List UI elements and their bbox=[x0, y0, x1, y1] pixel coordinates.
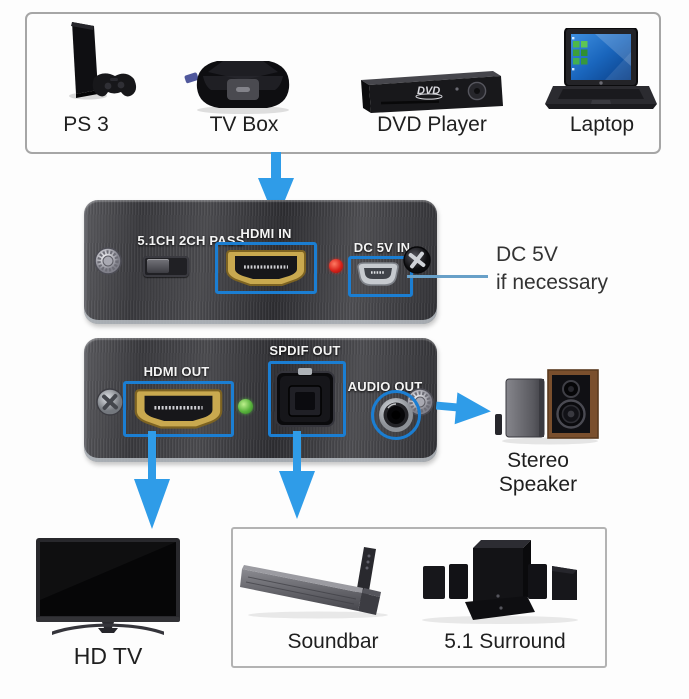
hd-tv-icon bbox=[32, 538, 184, 638]
dc-note-connector-line bbox=[407, 275, 488, 278]
ps3-label: PS 3 bbox=[63, 113, 109, 136]
toslink-port-icon bbox=[275, 368, 335, 427]
extractor-input-panel: 5.1CH 2CH PASS HDMI IN DC 5V IN bbox=[84, 200, 437, 324]
dvd-player-icon: DVD bbox=[355, 66, 505, 118]
arrow-hdmi-out-to-tv bbox=[134, 431, 170, 529]
hdmi-out-label: HDMI OUT bbox=[143, 364, 210, 379]
hdmi-in-highlight bbox=[215, 242, 317, 294]
soundbar-label: Soundbar bbox=[287, 630, 379, 653]
ps3-console-icon bbox=[40, 20, 142, 114]
spdif-out-label: SPDIF OUT bbox=[269, 343, 341, 358]
status-led-green bbox=[238, 399, 253, 414]
phillips-screw-icon bbox=[96, 388, 124, 416]
arrow-sources-to-hdmi-in bbox=[258, 152, 294, 222]
dvd-player-label: DVD Player bbox=[377, 113, 487, 136]
spdif-out-highlight bbox=[268, 361, 346, 437]
audio-out-highlight bbox=[371, 390, 421, 440]
tv-box-label: TV Box bbox=[209, 113, 279, 136]
tv-box-icon bbox=[183, 46, 303, 116]
phillips-screw-icon bbox=[403, 246, 431, 274]
power-led-red bbox=[329, 259, 343, 273]
laptop-label: Laptop bbox=[569, 113, 635, 136]
extractor-output-panel: HDMI OUT SPDIF OUT AUDIO OUT bbox=[84, 338, 437, 462]
dc-note-line2: if necessary bbox=[496, 271, 609, 294]
audio-outputs-box bbox=[231, 527, 607, 668]
channel-switch bbox=[143, 256, 189, 277]
laptop-icon bbox=[545, 28, 657, 114]
surround-5-1-label: 5.1 Surround bbox=[444, 630, 566, 653]
stereo-speaker-label: Stereo Speaker bbox=[498, 449, 578, 497]
channel-switch-knob bbox=[147, 259, 169, 273]
surround-5-1-icon bbox=[415, 538, 585, 626]
audio-jack-icon bbox=[379, 398, 413, 432]
hdmi-in-port-icon bbox=[226, 250, 306, 286]
soundbar-icon bbox=[240, 543, 400, 621]
sources-box bbox=[25, 12, 661, 154]
arrow-spdif-to-soundbar bbox=[279, 431, 315, 519]
stereo-speakers-icon bbox=[494, 366, 602, 446]
dvd-logo-text: DVD bbox=[417, 85, 440, 97]
dc-note-line1: DC 5V bbox=[496, 243, 558, 266]
hdmi-in-label: HDMI IN bbox=[240, 226, 292, 241]
dc-5v-in-label: DC 5V IN bbox=[353, 240, 411, 255]
hd-tv-label: HD TV bbox=[73, 643, 143, 669]
knurled-screw-icon bbox=[94, 247, 122, 275]
dc-note: DC 5V if necessary bbox=[496, 241, 608, 297]
micro-usb-port-icon bbox=[357, 262, 399, 286]
hdmi-out-port-icon bbox=[134, 389, 223, 429]
arrow-audio-to-stereo bbox=[436, 392, 491, 425]
hdmi-out-highlight bbox=[123, 381, 234, 437]
